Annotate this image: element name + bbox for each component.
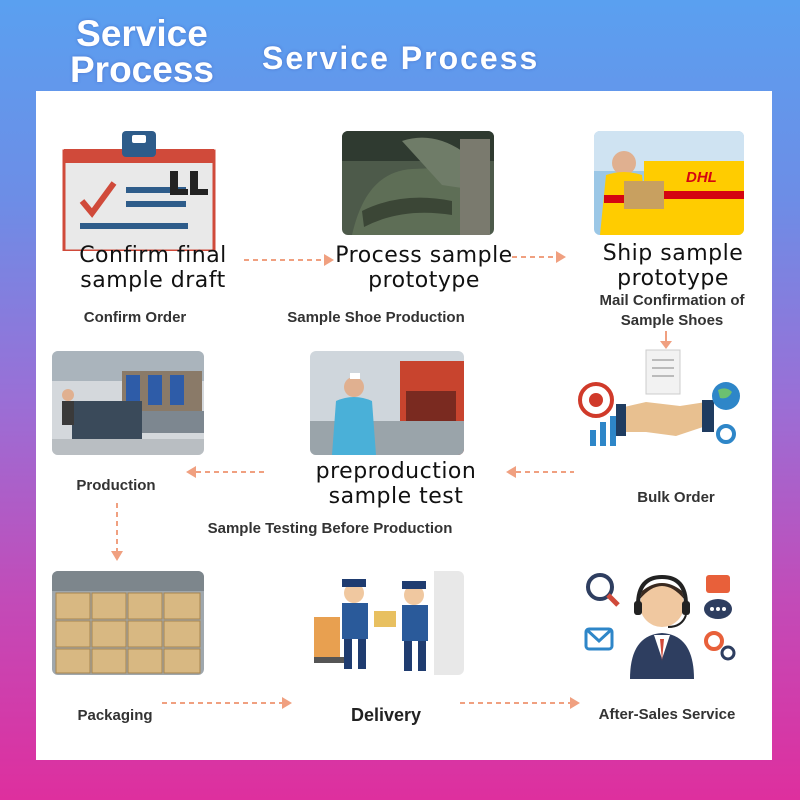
arrow-left-icon <box>506 466 574 478</box>
arrow-right-icon <box>162 697 292 709</box>
step8-label: Delivery <box>350 705 422 725</box>
step2-label: Sample Shoe Production <box>287 309 465 326</box>
step1-label: Confirm Order <box>83 309 187 326</box>
factory-photo <box>52 351 204 455</box>
arrow-right-icon <box>244 254 334 266</box>
step3-label: Mail Confirmation of Sample Shoes <box>599 292 745 329</box>
arrow-down-icon <box>660 331 672 351</box>
step9-label: After-Sales Service <box>598 706 736 723</box>
clipboard-boots-icon <box>60 131 240 253</box>
header-title-right: Service Process <box>262 40 540 76</box>
step5-image-text: preproduction sample test <box>315 459 477 509</box>
step3-image-text: Ship sample prototype <box>602 241 744 291</box>
delivery-men-icon <box>310 571 464 675</box>
dhl-badge: DHL <box>686 169 717 186</box>
step6-label: Production <box>76 477 156 494</box>
step7-label: Packaging <box>77 707 153 724</box>
step1-image-text: Confirm final sample draft <box>79 243 227 293</box>
arrow-down-icon <box>111 503 123 563</box>
step4-label: Bulk Order <box>637 489 715 506</box>
lab-photo <box>310 351 464 455</box>
dhl-courier-photo: DHL <box>594 131 744 235</box>
arrow-right-icon <box>460 697 580 709</box>
handshake-icon <box>576 346 746 456</box>
process-panel: Confirm final sample draft Confirm Order… <box>36 91 772 760</box>
step2-image-text: Process sample prototype <box>335 243 513 293</box>
arrow-left-icon <box>186 466 266 478</box>
boxes-photo <box>52 571 204 675</box>
support-agent-icon <box>582 569 742 679</box>
arrow-right-icon <box>512 251 566 263</box>
step5-label: Sample Testing Before Production <box>207 520 453 537</box>
boot-photo <box>342 131 494 235</box>
header-title-left: Service Process <box>70 13 214 90</box>
